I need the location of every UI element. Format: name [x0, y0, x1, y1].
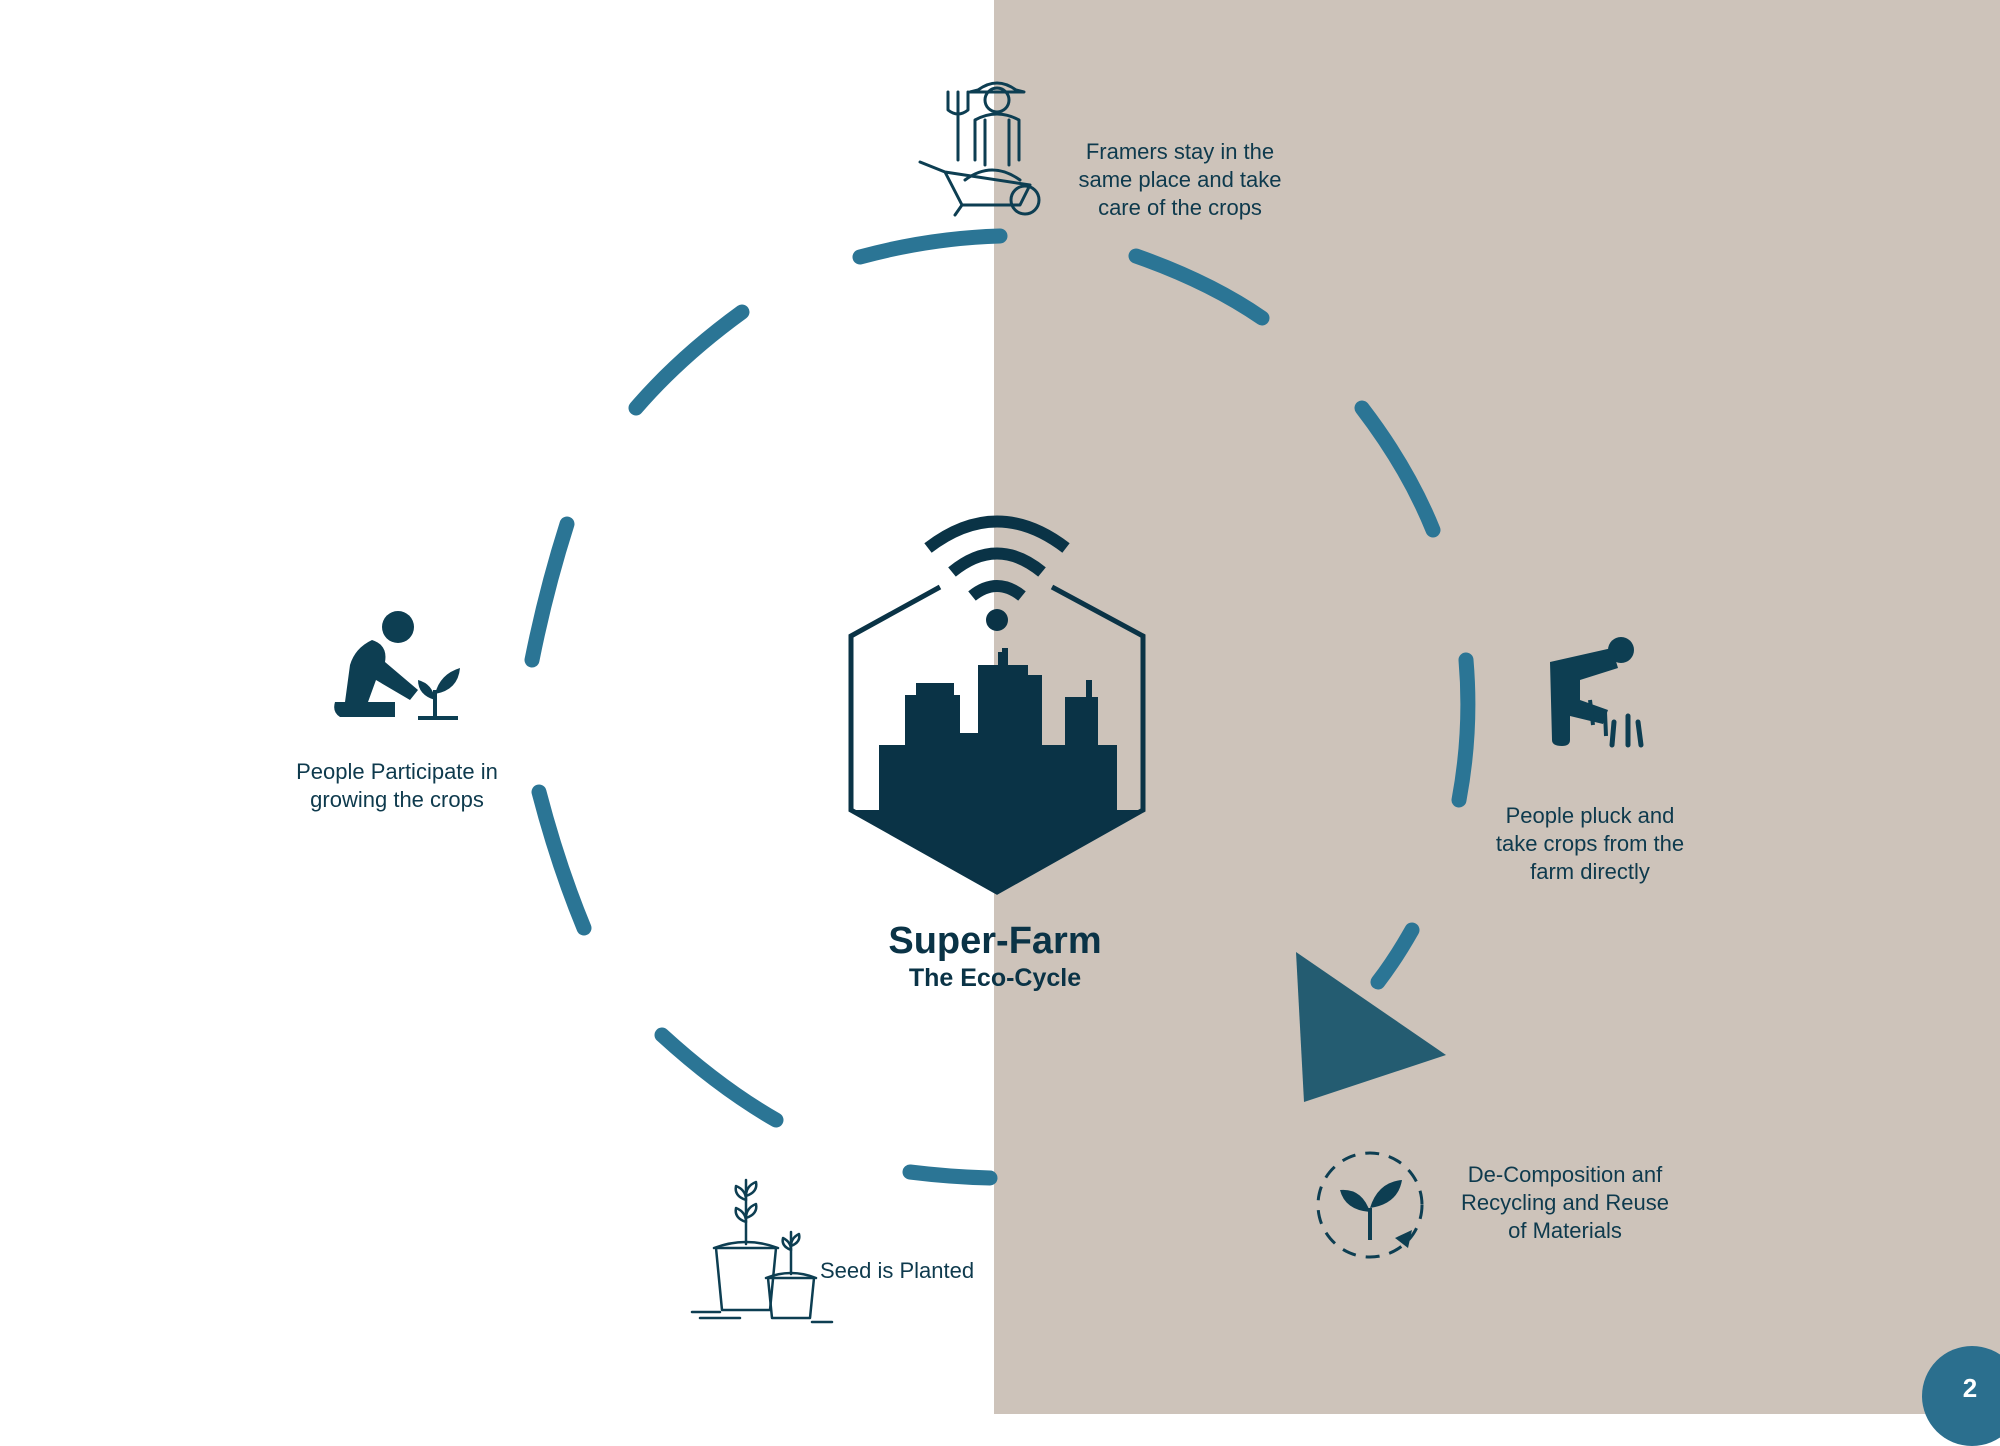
page-number: 2 — [1962, 1373, 1978, 1403]
recycle-sprout-icon — [1316, 1151, 1424, 1259]
ring-dash — [902, 1164, 998, 1186]
ring-dash — [524, 516, 575, 668]
step-label-farmers: Framers stay in the same place and take … — [1078, 139, 1282, 220]
eco-cycle-diagram — [334, 81, 1644, 1324]
ring-dash — [1128, 248, 1270, 326]
ring-dash — [1354, 400, 1441, 538]
ring-dash — [852, 228, 1008, 265]
step-label-seed: Seed is Planted — [820, 1258, 975, 1283]
ring-dash — [654, 1027, 784, 1128]
cycle-arrow-head — [1296, 952, 1446, 1102]
ring-dash — [531, 784, 592, 936]
potted-seedlings-icon — [690, 1178, 834, 1324]
diagram-subtitle: The Eco-Cycle — [908, 964, 1082, 992]
right-background-panel — [994, 0, 2000, 1414]
step-label-participate: People Participate in growing the crops — [296, 759, 498, 812]
step-label-pluck: People pluck and take crops from the far… — [1495, 803, 1685, 884]
farmer-wheelbarrow-icon — [918, 81, 1041, 217]
ring-dash — [628, 304, 750, 416]
person-picking-crops-icon — [1550, 637, 1644, 748]
ring-dash — [1451, 652, 1476, 808]
diagram-title: Super-Farm — [888, 920, 1102, 962]
cycle-ring — [524, 228, 1476, 1186]
smart-city-farm-icon — [848, 515, 1146, 895]
ring-dash — [1370, 922, 1420, 990]
step-label-decompose: De-Composition anf Recycling and Reuse o… — [1461, 1162, 1669, 1243]
person-planting-icon — [334, 611, 460, 720]
